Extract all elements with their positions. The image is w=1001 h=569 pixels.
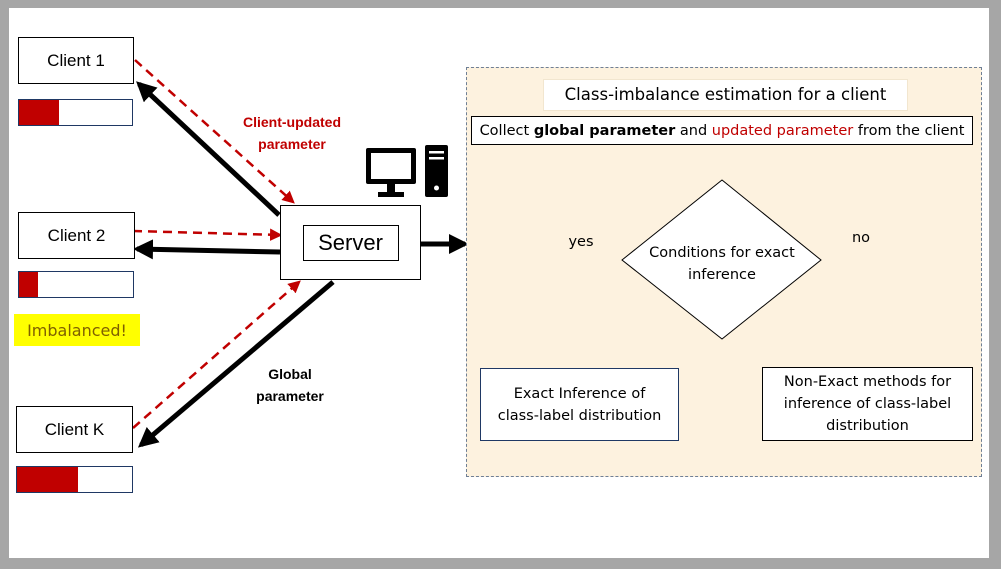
server-label: Server [318, 229, 383, 255]
exact-inference-box: Exact Inference of class-label distribut… [480, 368, 679, 441]
imbalanced-badge: Imbalanced! [14, 314, 140, 346]
client-1-label: Client 1 [47, 50, 105, 70]
global-arrow-client-k [137, 280, 335, 448]
client-1-box: Client 1 [18, 37, 134, 84]
update-arrow-client-k [132, 280, 301, 429]
client-k-imbalance-bar [16, 466, 133, 493]
client-2-imbalance-fill [19, 272, 39, 297]
global-parameter-label: Global parameter [256, 366, 324, 404]
no-label: no [851, 230, 871, 246]
client-k-imbalance-fill [17, 467, 78, 492]
collect-parameters-box: Collect global parameter and updated par… [471, 116, 973, 145]
server-box: Server [280, 205, 421, 280]
server-inner-box: Server [302, 224, 399, 261]
client-2-imbalance-bar [18, 271, 134, 298]
global-arrow-client-1 [136, 81, 281, 217]
decision-diamond [621, 179, 822, 340]
client-2-box: Client 2 [18, 212, 135, 259]
client-k-box: Client K [16, 406, 133, 453]
update-arrow-client-1 [134, 59, 295, 204]
decision-label: Conditions for exact inference [649, 245, 795, 283]
update-arrow-client-2 [132, 228, 283, 241]
global-arrow-client-2 [133, 239, 281, 260]
client-1-imbalance-bar [18, 99, 133, 126]
panel-title: Class-imbalance estimation for a client [543, 79, 908, 111]
client-k-label: Client K [44, 419, 105, 439]
computer-icon [366, 145, 448, 197]
connector-arrows [132, 59, 873, 448]
yes-label: yes [568, 234, 594, 250]
client-updated-parameter-label: Client-updated parameter [243, 114, 341, 152]
slide-canvas: Client 1 Client 2 Imbalanced! Client K C… [9, 8, 989, 558]
client-2-label: Client 2 [47, 225, 106, 245]
non-exact-methods-box: Non-Exact methods for inference of class… [762, 367, 973, 441]
imbalanced-label: Imbalanced! [27, 320, 127, 340]
client-1-imbalance-fill [19, 100, 59, 125]
